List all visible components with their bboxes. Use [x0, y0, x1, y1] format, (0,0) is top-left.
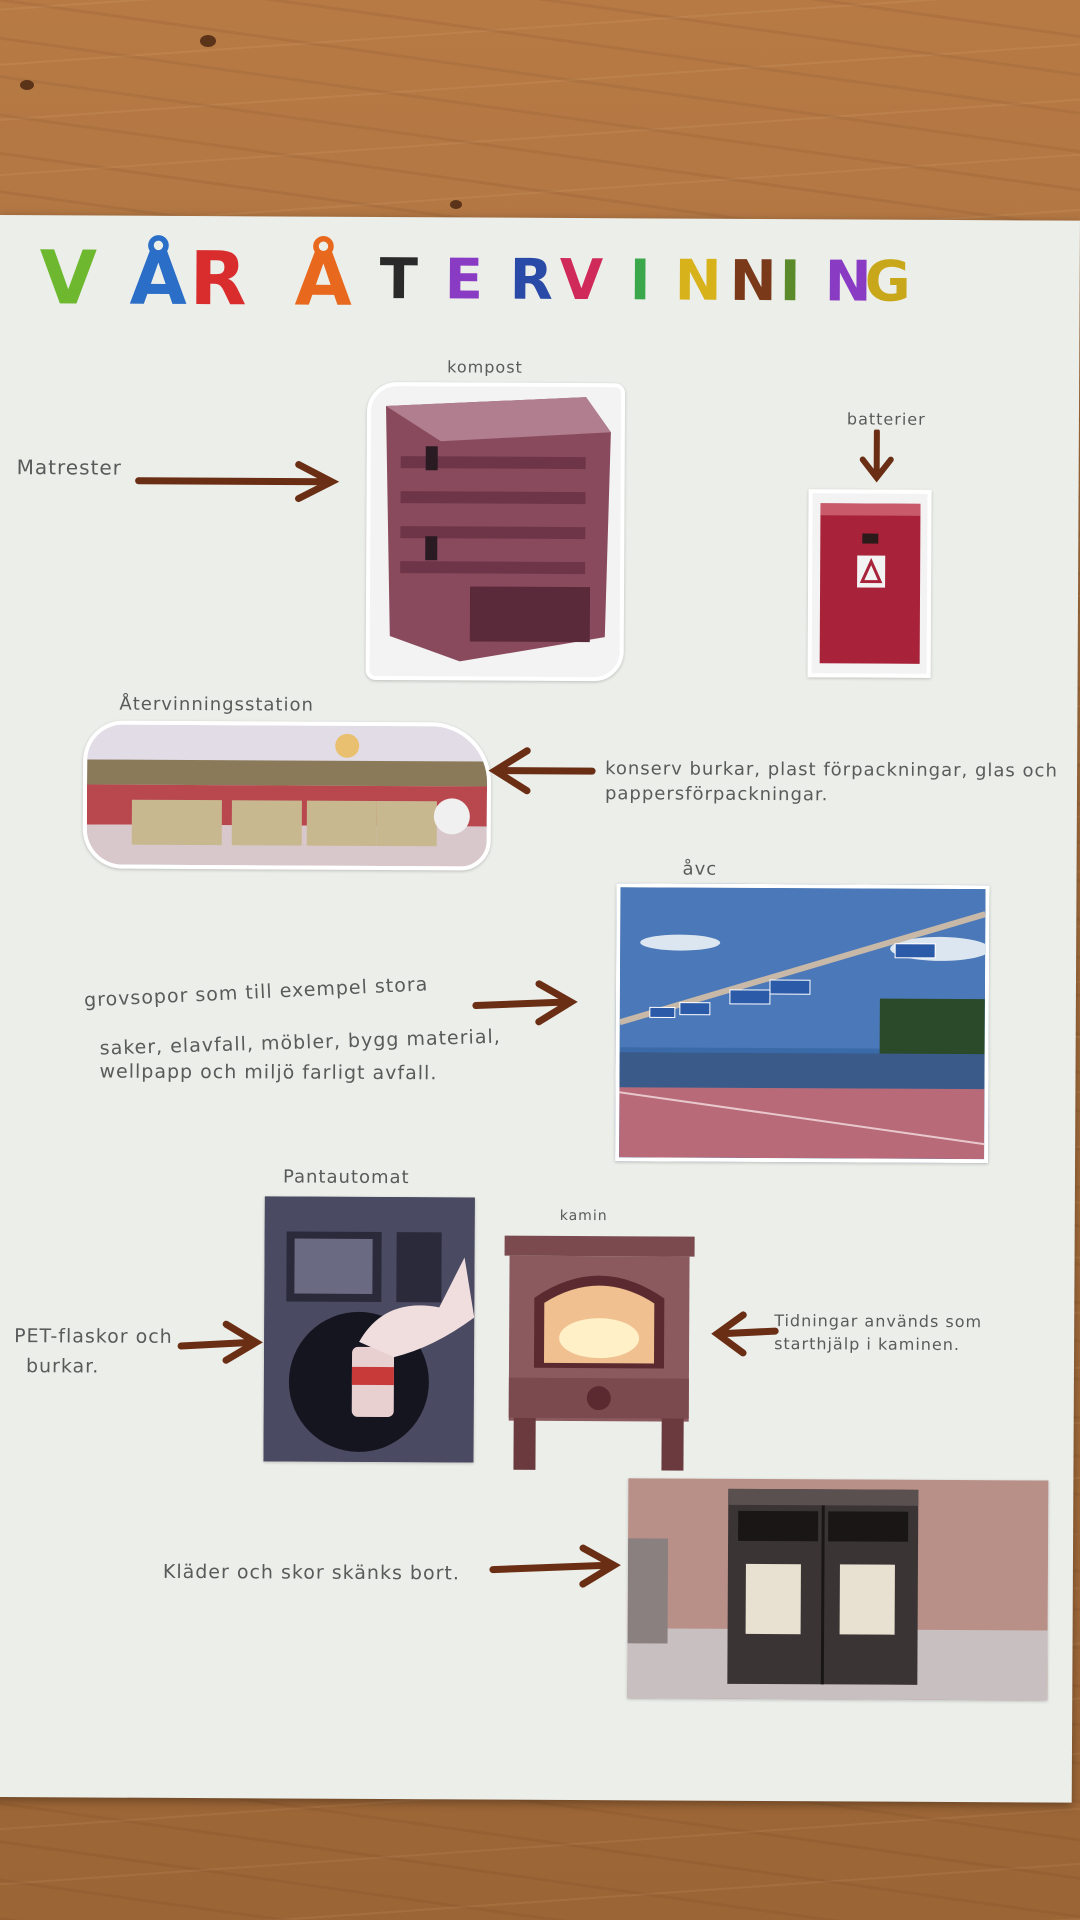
- title-letter: G: [864, 249, 911, 315]
- battery-box-photo: [807, 489, 932, 678]
- title-letter: N: [674, 248, 722, 314]
- label-grovsopor-line3: wellpapp och miljö farligt avfall.: [99, 1060, 438, 1085]
- title-letter: V: [39, 235, 98, 322]
- arrow-right-icon: [472, 980, 578, 1026]
- title-letter: V: [559, 247, 604, 314]
- wood-knot: [450, 200, 462, 209]
- title-letter: T: [379, 246, 419, 313]
- arrow-right-icon: [135, 461, 340, 503]
- label-konserv-line1: konserv burkar, plast förpackningar, gla…: [605, 758, 1058, 782]
- label-batterier: batterier: [846, 409, 926, 429]
- title-letter: Å: [129, 235, 188, 322]
- arrow-right-icon: [489, 1544, 621, 1588]
- avc-photo: [615, 883, 990, 1164]
- arrow-right-icon: [177, 1320, 263, 1364]
- label-tidningar-line1: Tidningar används som: [774, 1311, 983, 1332]
- arrow-left-icon: [488, 747, 596, 795]
- label-matrester: Matrester: [16, 455, 122, 480]
- pantautomat-photo: [263, 1196, 475, 1463]
- label-avc: åvc: [682, 858, 718, 880]
- recycling-station-photo: [82, 720, 492, 871]
- title-letter: Å: [294, 236, 353, 323]
- title-letter: R: [509, 247, 553, 313]
- title-letter: I: [779, 249, 801, 315]
- title-letter: N: [729, 248, 777, 315]
- label-kamin: kamin: [559, 1207, 608, 1225]
- compost-bin-photo: [365, 381, 626, 682]
- label-pet-line1: PET-flaskor och: [14, 1325, 173, 1348]
- label-tidningar-line2: starthjälp i kaminen.: [774, 1334, 961, 1355]
- title-letter: R: [189, 235, 247, 323]
- label-grovsopor-line1: grovsopor som till exempel stora: [83, 973, 429, 1012]
- arrow-left-icon: [711, 1311, 779, 1357]
- kamin-stove-photo: [493, 1227, 705, 1474]
- label-kompost: kompost: [447, 357, 523, 377]
- arrow-down-icon: [859, 429, 894, 483]
- wood-knot: [20, 80, 34, 90]
- title-letter: I: [629, 248, 651, 314]
- clothing-bin-photo: [627, 1478, 1049, 1701]
- label-grovsopor-line2: saker, elavfall, möbler, bygg material,: [99, 1025, 502, 1060]
- label-pantautomat: Pantautomat: [282, 1166, 410, 1189]
- label-pet-line2: burkar.: [25, 1355, 100, 1378]
- label-konserv-line2: pappersförpackningar.: [604, 783, 829, 806]
- label-klader: Kläder och skor skänks bort.: [162, 1560, 460, 1585]
- wood-knot: [200, 35, 216, 47]
- label-atervinningsstation: Återvinningsstation: [119, 693, 314, 716]
- title-letter: E: [444, 247, 484, 313]
